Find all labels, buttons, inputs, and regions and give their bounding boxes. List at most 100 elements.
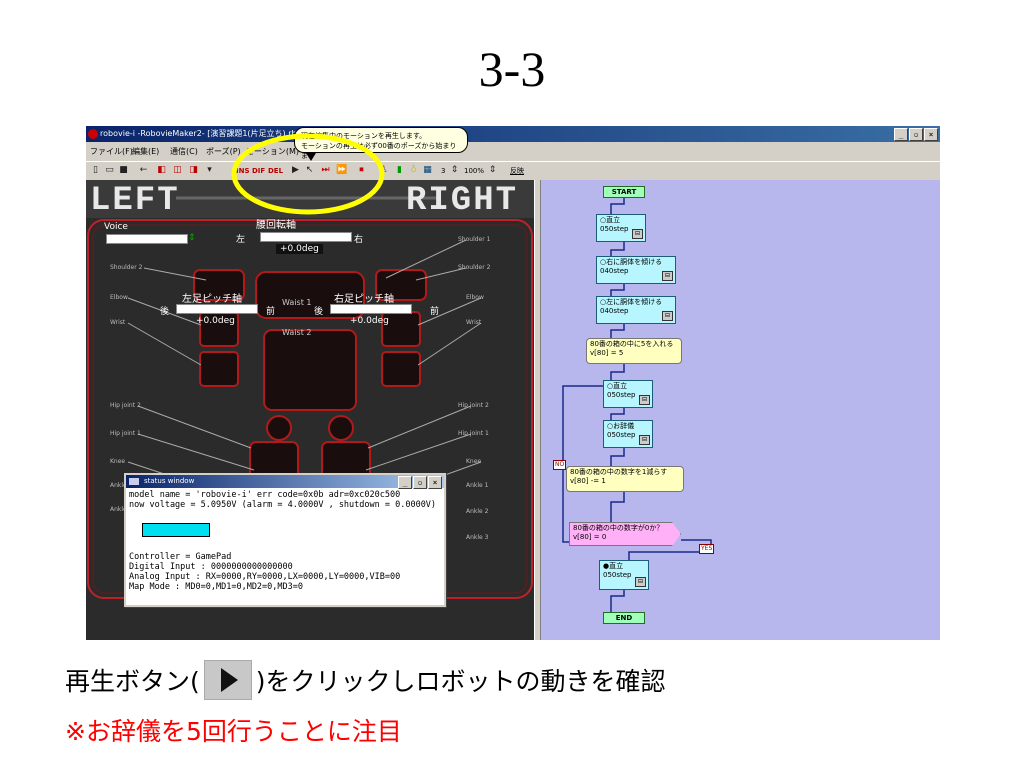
menu-pose[interactable]: ポーズ(P) (206, 147, 241, 156)
save-icon[interactable]: ■ (119, 165, 128, 175)
slide-title: 3-3 (478, 41, 546, 97)
status-close-button[interactable]: × (428, 476, 442, 489)
menu-motion[interactable]: モーション(M) (246, 147, 299, 156)
right-part-label: Ankle 3 (466, 534, 489, 541)
status-voltage-line: now voltage = 5.0950V (alarm = 4.0000V ,… (129, 500, 437, 510)
status-window: status window _ ▫ × model name = 'robovi… (124, 473, 446, 607)
maximize-button[interactable]: ▫ (909, 128, 923, 141)
pose-edit-icon[interactable]: ⊟ (635, 577, 646, 587)
waist-slider[interactable] (260, 232, 352, 242)
robot-pose-panel: LEFT RIGHT Voice ⇕ 腰回転軸 左 右 +0.0deg 左足ピッ… (86, 180, 534, 640)
tooltip-line-2: モーションの再生は必ず00番のポーズから始まります (301, 142, 457, 160)
right-label: RIGHT (406, 182, 519, 220)
status-window-icon (129, 478, 139, 485)
waist1-label: Waist 1 (282, 298, 312, 307)
left-part-label: Knee (110, 458, 126, 465)
step-spinner-icon[interactable]: ⇕ (450, 165, 459, 175)
window-titlebar: robovie-i -RobovieMaker2- [演習課題1(片足立ち).r… (86, 126, 940, 142)
cursor-icon: ↖ (305, 165, 314, 175)
new-file-icon[interactable]: ▯ (93, 165, 98, 175)
motion-name: ○お辞儀 (607, 422, 635, 430)
caption-before: 再生ボタン( (65, 667, 200, 696)
mirror-both-icon[interactable]: ◫ (173, 165, 182, 175)
fast-forward-icon[interactable]: ⏭ (321, 165, 330, 175)
status-analog-line: Analog Input : RX=0000,RY=0000,LX=0000,L… (129, 572, 401, 582)
left-label: LEFT (90, 182, 180, 220)
green-block-icon[interactable]: ▮ (397, 165, 402, 175)
waist-left-label: 左 (236, 235, 246, 245)
right-part-label: Hip joint 2 (458, 402, 489, 409)
yes-branch-label: YES (699, 544, 715, 554)
no-branch-label: NO (553, 460, 567, 470)
left-pitch-slider[interactable] (176, 304, 258, 314)
back-arrow-icon[interactable]: ← (139, 165, 148, 175)
flow-motion-node[interactable]: ○直立 050step ⊟ (596, 214, 646, 242)
play-icon[interactable]: ▶ (292, 165, 299, 175)
tooltip-tail (306, 153, 316, 161)
motion-step: 050step (600, 225, 629, 233)
pose-icon[interactable]: ▾ (207, 165, 212, 175)
condition-expr: v[80] = 0 (573, 533, 607, 541)
app-icon (88, 129, 98, 139)
flow-start-node[interactable]: START (603, 186, 645, 198)
flow-end-node[interactable]: END (603, 612, 645, 624)
waist-angle: +0.0deg (276, 244, 323, 254)
flow-motion-node[interactable]: ●直立 050step ⊟ (599, 560, 649, 590)
pose-edit-icon[interactable]: ⊟ (639, 395, 650, 405)
motion-step: 050step (607, 391, 636, 399)
open-folder-icon[interactable]: ▭ (105, 165, 114, 175)
lightbulb-icon[interactable]: ♁ (410, 165, 417, 175)
panel-splitter[interactable] (534, 180, 541, 640)
voice-slider[interactable] (106, 234, 188, 244)
mirror-left-icon[interactable]: ◧ (157, 165, 166, 175)
play-icon (220, 668, 238, 692)
status-controller-line: Controller = GamePad (129, 552, 232, 562)
status-minimize-button[interactable]: _ (398, 476, 412, 489)
grid-icon[interactable]: ▦ (423, 165, 432, 175)
minimize-button[interactable]: _ (894, 128, 908, 141)
skip-end-icon[interactable]: ⏩ (336, 165, 348, 175)
mirror-right-icon[interactable]: ◨ (189, 165, 198, 175)
motion-step: 050step (603, 571, 632, 579)
pose-edit-icon[interactable]: ⊟ (662, 311, 673, 321)
stop-icon[interactable]: ⏹ (359, 165, 364, 175)
flow-motion-node[interactable]: ○左に胴体を傾ける 040step ⊟ (596, 296, 676, 324)
right-part-label: Knee (466, 458, 482, 465)
voice-spinner-icon[interactable]: ⇕ (188, 233, 196, 243)
diff-button[interactable]: DIF (252, 167, 266, 175)
insert-button[interactable]: INS (236, 167, 250, 175)
motion-name: ○直立 (607, 382, 628, 390)
flow-motion-node[interactable]: ○お辞儀 050step ⊟ (603, 420, 653, 448)
step-value[interactable]: 3 (441, 167, 446, 175)
pose-edit-icon[interactable]: ⊟ (639, 435, 650, 445)
reflect-button[interactable]: 反映 (510, 167, 524, 175)
close-button[interactable]: × (924, 128, 938, 141)
flow-calc-node[interactable]: 80番の箱の中に5を入れる v[80] = 5 (586, 338, 682, 364)
flow-motion-node[interactable]: ○右に胴体を傾ける 040step ⊟ (596, 256, 676, 284)
pose-edit-icon[interactable]: ⊟ (632, 229, 643, 239)
menu-comm[interactable]: 通信(C) (170, 147, 198, 156)
menu-bar: ファイル(F) 編集(E) 通信(C) ポーズ(P) モーション(M) (86, 143, 940, 159)
left-part-label: Wrist (110, 319, 126, 326)
right-pitch-label: 右足ピッチ軸 (334, 294, 394, 305)
pose-edit-icon[interactable]: ⊟ (662, 271, 673, 281)
waist-axis-label: 腰回転軸 (256, 220, 296, 231)
calc-title: 80番の箱の中の数字を1減らす (570, 468, 668, 476)
delete-button[interactable]: DEL (268, 167, 284, 175)
status-titlebar: status window _ ▫ × (126, 475, 444, 489)
status-maximize-button[interactable]: ▫ (413, 476, 427, 489)
menu-edit[interactable]: 編集(E) (132, 147, 160, 156)
menu-file[interactable]: ファイル(F) (90, 147, 133, 156)
zoom-value[interactable]: 100% (464, 167, 485, 175)
zoom-spinner-icon[interactable]: ⇕ (488, 165, 497, 175)
flow-motion-node[interactable]: ○直立 050step ⊟ (603, 380, 653, 408)
flow-condition-node[interactable]: 80番の箱の中の数字が0か？ v[80] = 0 (569, 522, 681, 546)
voltage-bar (142, 523, 210, 537)
right-pitch-angle: +0.0deg (350, 316, 389, 326)
waist-right-label: 右 (354, 235, 364, 245)
flow-calc-node[interactable]: 80番の箱の中の数字を1減らす v[80] -= 1 (566, 466, 684, 492)
right-pitch-slider[interactable] (330, 304, 412, 314)
right-part-label: Ankle 2 (466, 508, 489, 515)
calc-expr: v[80] = 5 (590, 349, 624, 357)
robot-figure-icon[interactable]: ♙ (379, 165, 388, 175)
